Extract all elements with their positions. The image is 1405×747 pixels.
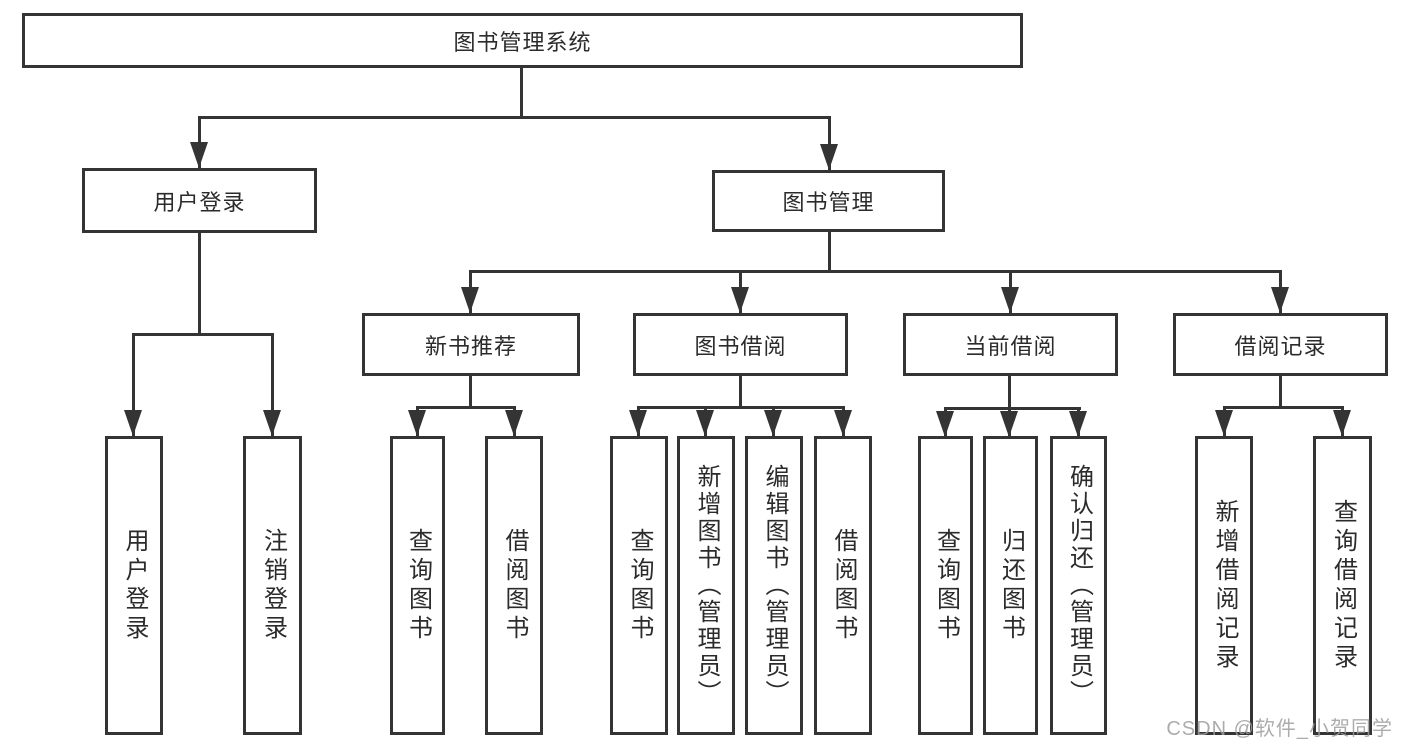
arrow-down-icon — [834, 410, 852, 436]
leaf-label: 新增借阅记录 — [1211, 498, 1238, 673]
csdn-watermark: CSDN @软件_小贺同学 — [1166, 718, 1393, 740]
leaf-label: 查询图书 — [626, 527, 653, 644]
leaf-label: 注销登录 — [259, 527, 287, 644]
leaf-borrow-books: 借阅图书 — [485, 436, 543, 735]
leaf-label: 借阅图书 — [501, 527, 528, 644]
node-user-login: 用户登录 — [82, 168, 317, 233]
node-label: 图书管理 — [782, 190, 875, 215]
leaf-add-books-admin: 新增图书（管理员） — [677, 436, 735, 735]
arrow-down-icon — [1215, 410, 1233, 436]
node-current-borrow: 当前借阅 — [903, 313, 1118, 376]
arrow-down-icon — [731, 287, 749, 313]
node-new-book-recommend: 新书推荐 — [362, 313, 580, 376]
arrow-down-icon — [505, 410, 523, 436]
arrow-down-icon — [1333, 410, 1351, 436]
leaf-borrow-books: 借阅图书 — [814, 436, 872, 735]
leaf-label: 借阅图书 — [830, 527, 857, 644]
leaf-query-books: 查询图书 — [610, 436, 668, 735]
leaf-query-books: 查询图书 — [918, 436, 973, 735]
arrow-down-icon — [190, 142, 208, 168]
arrow-down-icon — [1000, 411, 1018, 437]
connector-userlogin-hbar — [132, 333, 274, 336]
arrow-down-icon — [696, 410, 714, 436]
arrow-down-icon — [263, 410, 281, 436]
leaf-label: 查询借阅记录 — [1329, 498, 1357, 673]
node-label: 当前借阅 — [964, 333, 1057, 359]
connector-level1-hbar — [198, 116, 831, 119]
leaf-label: 新增图书（管理员） — [693, 464, 720, 707]
leaf-edit-books-admin: 编辑图书（管理员） — [745, 436, 803, 735]
connector-bookmgmt-trunk — [828, 232, 831, 273]
connector-borrow-trunk — [739, 376, 742, 409]
arrow-down-icon — [1001, 287, 1019, 313]
node-label: 用户登录 — [153, 189, 246, 215]
connector-userlogin-trunk — [198, 233, 201, 336]
node-book-management-system: 图书管理系统 — [22, 13, 1023, 68]
arrow-down-icon — [461, 287, 479, 313]
leaf-label: 查询图书 — [404, 527, 432, 644]
leaf-confirm-return-admin: 确认归还（管理员） — [1050, 436, 1107, 735]
connector-current-hbar — [944, 407, 1081, 410]
node-borrow-record: 借阅记录 — [1173, 313, 1388, 376]
connector-borrow-hbar — [637, 406, 845, 409]
leaf-query-books: 查询图书 — [390, 436, 445, 735]
connector-drop-leaf — [271, 333, 274, 436]
connector-level2-hbar — [469, 270, 1282, 273]
leaf-label: 编辑图书（管理员） — [761, 464, 788, 707]
leaf-logout: 注销登录 — [243, 436, 302, 735]
arrow-down-icon — [629, 410, 647, 436]
node-label: 图书借阅 — [694, 333, 787, 359]
arrow-down-icon — [936, 411, 954, 437]
connector-drop-leaf — [132, 333, 135, 436]
connector-current-trunk — [1008, 376, 1011, 410]
node-book-management: 图书管理 — [712, 170, 945, 232]
leaf-return-books: 归还图书 — [983, 436, 1038, 735]
leaf-add-borrow-record: 新增借阅记录 — [1195, 436, 1253, 735]
connector-newrec-trunk — [469, 376, 472, 409]
node-label: 图书管理系统 — [453, 29, 592, 55]
connector-record-trunk — [1279, 376, 1282, 409]
arrow-down-icon — [1271, 287, 1289, 313]
leaf-label: 归还图书 — [997, 527, 1025, 644]
connector-record-hbar — [1223, 406, 1344, 409]
arrow-down-icon — [1069, 411, 1087, 437]
leaf-query-borrow-record: 查询借阅记录 — [1313, 436, 1372, 735]
arrow-down-icon — [764, 410, 782, 436]
arrow-down-icon — [408, 410, 426, 436]
leaf-label: 查询图书 — [932, 527, 960, 644]
leaf-user-login: 用户登录 — [105, 436, 163, 735]
connector-newrec-hbar — [416, 406, 516, 409]
node-label: 新书推荐 — [424, 333, 517, 359]
node-label: 借阅记录 — [1234, 333, 1327, 359]
node-book-borrow: 图书借阅 — [633, 313, 848, 376]
connector-root-trunk — [520, 68, 523, 117]
arrow-down-icon — [820, 144, 838, 170]
connector-drop-book-mgmt — [828, 116, 831, 170]
leaf-label: 确认归还（管理员） — [1065, 464, 1093, 707]
arrow-down-icon — [124, 410, 142, 436]
leaf-label: 用户登录 — [121, 527, 148, 644]
